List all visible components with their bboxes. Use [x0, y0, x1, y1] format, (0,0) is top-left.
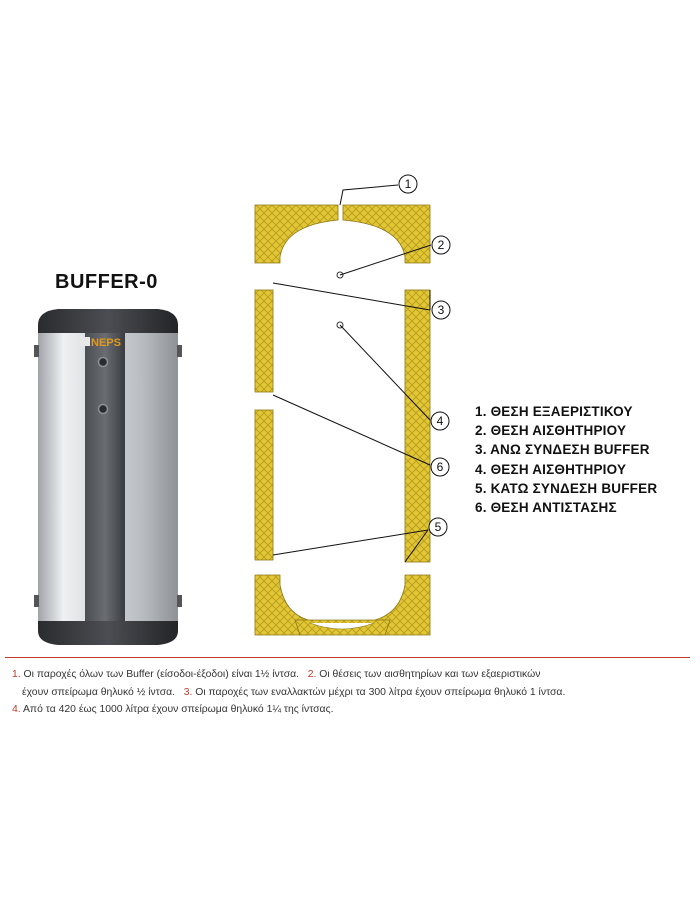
product-title: BUFFER-0	[55, 271, 158, 293]
callout-circle-3	[431, 300, 451, 320]
note-3-number: 3.	[183, 686, 193, 698]
callout-circle-5	[428, 517, 448, 537]
callout-circle-1	[398, 174, 418, 194]
notes-block: 1. Οι παροχές όλων των Buffer (είσοδοι-έ…	[12, 666, 697, 719]
insulation-right	[404, 289, 431, 563]
legend-item-2: 2. ΘΕΣΗ ΑΙΣΘΗΤΗΡΙΟΥ	[475, 423, 627, 439]
insulation-left-upper	[254, 289, 274, 393]
note-4-number: 4.	[12, 704, 21, 715]
callout-5: 5	[435, 520, 442, 534]
callout-circle-2	[431, 235, 451, 255]
brand-logo: NEPS	[80, 337, 121, 349]
legend-item-3: 3. ΑΝΩ ΣΥΝΔΕΣΗ BUFFER	[475, 442, 650, 458]
note-2-text-b: έχουν σπείρωμα θηλυκό ½ ίντσα.	[22, 686, 176, 698]
callout-2: 2	[438, 238, 445, 252]
notes-line-1: 1. Οι παροχές όλων των Buffer (είσοδοι-έ…	[12, 666, 697, 684]
insulation-top-right	[342, 204, 431, 264]
note-2-number: 2.	[307, 669, 317, 680]
callout-3: 3	[438, 303, 445, 317]
callout-circle-6	[430, 457, 450, 477]
buffer-schematic: 1 2 3 4 6 5	[254, 174, 451, 636]
brand-logo-text: NEPS	[91, 337, 121, 349]
note-3-text: Οι παροχές των εναλλακτών μέχρι τα 300 λ…	[192, 686, 566, 698]
note-1-text: Οι παροχές όλων των Buffer (είσοδοι-έξοδ…	[20, 669, 300, 680]
callout-6: 6	[437, 460, 444, 474]
notes-line-3: 4. Από τα 420 έως 1000 λίτρα έχουν σπείρ…	[12, 701, 697, 719]
insulation-top-left	[254, 204, 339, 264]
legend-item-6: 6. ΘΕΣΗ ΑΝΤΙΣΤΑΣΗΣ	[475, 500, 617, 516]
callout-circle-4	[430, 411, 450, 431]
callout-4: 4	[437, 414, 444, 428]
legend-item-1: 1. ΘΕΣΗ ΕΞΑΕΡΙΣΤΙΚΟΥ	[475, 404, 633, 419]
legend: 1. ΘΕΣΗ ΕΞΑΕΡΙΣΤΙΚΟΥ 2. ΘΕΣΗ ΑΙΣΘΗΤΗΡΙΟΥ…	[475, 402, 657, 517]
notes-divider	[5, 657, 690, 658]
notes-line-2: έχουν σπείρωμα θηλυκό ½ ίντσα. 3. Οι παρ…	[12, 684, 697, 702]
note-2-text-a: Οι θέσεις των αισθητηρίων και των εξαερι…	[316, 669, 541, 680]
note-1-number: 1.	[12, 669, 21, 680]
top-cap	[38, 309, 178, 333]
legend-item-5: 5. ΚΑΤΩ ΣΥΝΔΕΣΗ BUFFER	[475, 480, 658, 496]
front-panel-strip	[85, 325, 125, 625]
sensor-port-lower	[97, 403, 109, 415]
insulation-left-lower	[254, 409, 274, 561]
note-4-text: Από τα 420 έως 1000 λίτρα έχουν σπείρωμα…	[20, 704, 334, 715]
tank-product-image: NEPS	[34, 309, 182, 645]
callout-1: 1	[405, 177, 412, 191]
legend-item-4: 4. ΘΕΣΗ ΑΙΣΘΗΤΗΡΙΟΥ	[475, 461, 627, 477]
bottom-cap	[38, 621, 178, 645]
sensor-port-upper	[97, 356, 109, 368]
